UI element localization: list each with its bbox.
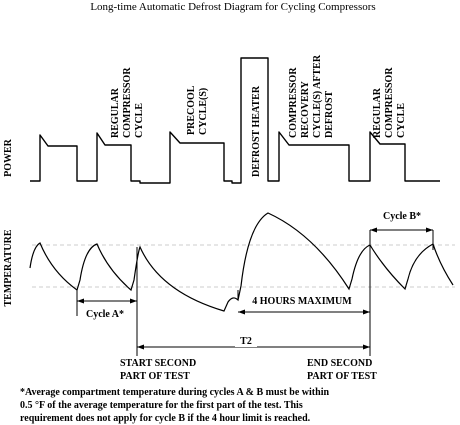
start-second-part-label: START SECOND PART OF TEST xyxy=(120,358,199,382)
cycle-b-label: Cycle B* xyxy=(383,211,421,222)
diagram-title: Long-time Automatic Defrost Diagram for … xyxy=(90,1,375,13)
cycle-b-arrow-right xyxy=(426,227,433,233)
four-hours-arrow-left xyxy=(238,309,245,315)
t2-arrow-left xyxy=(137,344,144,350)
phase-label-regular-cycle-1: REGULAR COMPRESSOR CYCLE xyxy=(110,65,145,138)
t2-label-bg xyxy=(235,335,257,347)
four-hours-label-bg xyxy=(250,295,350,307)
cycle-a-arrow-right xyxy=(130,298,137,304)
power-trace xyxy=(30,57,440,184)
four-hours-arrow-right xyxy=(363,309,370,315)
t2-arrow-right xyxy=(363,344,370,350)
t2-label: T2 xyxy=(240,336,252,347)
phase-label-regular-cycle-2: REGULAR COMPRESSOR CYCLE xyxy=(372,65,407,138)
temperature-trace xyxy=(29,212,454,312)
phase-label-recovery: COMPRESSOR RECOVERY CYCLE(S) AFTER DEFRO… xyxy=(288,52,335,138)
phase-label-precool: PRECOOL CYCLE(S) xyxy=(186,84,209,135)
end-second-part-label: END SECOND PART OF TEST xyxy=(307,358,377,382)
footnote-line-2: 0.5 °F of the average temperature for th… xyxy=(20,400,303,411)
cycle-b-arrow-left xyxy=(370,227,377,233)
footnote: *Average compartment temperature during … xyxy=(20,386,456,425)
four-hours-label: 4 HOURS MAXIMUM xyxy=(252,296,352,307)
cycle-a-arrow-left xyxy=(77,298,84,304)
cycle-a-label: Cycle A* xyxy=(86,309,124,320)
phase-label-defrost-heater: DEFROST HEATER xyxy=(251,85,262,177)
footnote-line-1: *Average compartment temperature during … xyxy=(20,387,330,398)
temperature-axis-label: TEMPERATURE xyxy=(3,229,14,306)
footnote-line-3: requirement does not apply for cycle B i… xyxy=(20,413,311,424)
power-axis-label: POWER xyxy=(3,138,14,177)
